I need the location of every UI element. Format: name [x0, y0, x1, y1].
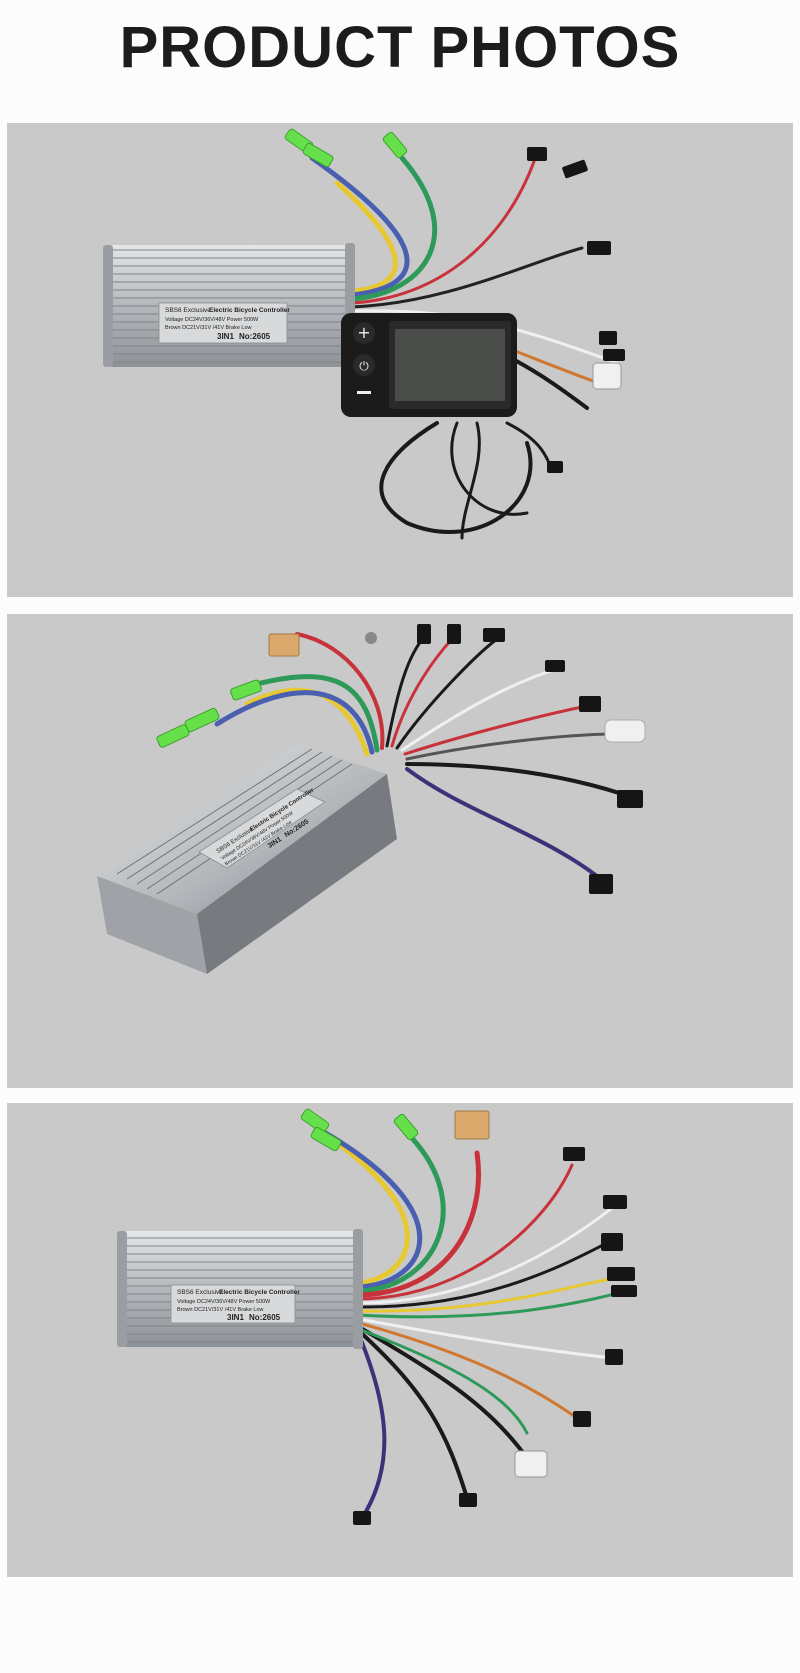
product-photo-2: SBS6 Exclusive Electric Bicycle Controll… [7, 614, 793, 1088]
label-number: No:2605 [239, 332, 271, 341]
connector-plug-icon [527, 147, 625, 473]
label-line1: Voltage DC24V/36V/48V Power 500W [177, 1299, 271, 1305]
label-line2: Brown DC21V/31V /41V Brake Low [177, 1307, 264, 1313]
controller-box [97, 744, 397, 974]
minus-icon [357, 391, 371, 394]
power-icon: ⏻ [359, 359, 369, 373]
green-connector-icon [156, 679, 262, 748]
label-brand: SBS6 Exclusive [177, 1289, 223, 1296]
product-photo-3: SBS6 Exclusive Electric Bicycle Controll… [7, 1103, 793, 1577]
page-title: PRODUCT PHOTOS [119, 15, 681, 80]
lcd-display: + ⏻ [341, 313, 517, 417]
label-model: 3IN1 [217, 332, 234, 341]
label-line2: Brown DC21V/31V /41V Brake Low [165, 325, 252, 331]
green-connector-icon [300, 1108, 419, 1152]
label-product: Electric Bicycle Controller [209, 307, 290, 314]
xt60-connector-icon [268, 632, 377, 657]
xt60-connector-icon [454, 1110, 490, 1140]
product-photo-1: SBS6 Exclusive Electric Bicycle Controll… [7, 123, 793, 597]
label-product: Electric Bicycle Controller [219, 1289, 300, 1296]
wire-harness [214, 632, 639, 886]
label-line1: Voltage DC24V/36V/48V Power 500W [165, 317, 259, 323]
wire-harness [314, 1125, 621, 1520]
connector-plug-icon [417, 624, 643, 894]
controller-box [117, 1229, 363, 1349]
connector-plug-icon [353, 1147, 637, 1525]
plus-icon: + [357, 323, 370, 342]
label-brand: SBS6 Exclusive [165, 307, 211, 314]
label-number: No:2605 [249, 1313, 281, 1322]
controller-box [103, 243, 355, 369]
green-connector-icon [284, 128, 408, 168]
label-model: 3IN1 [227, 1313, 244, 1322]
